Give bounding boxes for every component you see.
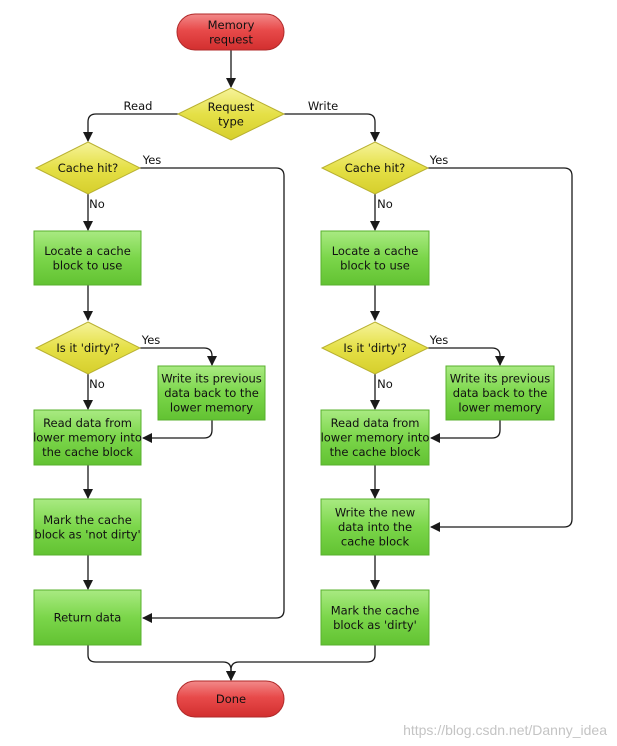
return-data-label: Return data <box>54 611 122 625</box>
edge-left-hit-yes <box>140 167 285 623</box>
watermark: https://blog.csdn.net/Danny_idea <box>403 722 607 738</box>
edge-right-hit-yes <box>428 167 573 532</box>
edge-read <box>83 113 178 142</box>
edge-label-right-hit-no: No <box>377 197 393 211</box>
left-dirty-decision: Is it 'dirty'? <box>34 321 142 375</box>
edge-left-dirty-yes <box>140 347 217 366</box>
right-cache-hit-decision: Cache hit? <box>320 141 430 195</box>
right-cache-hit-label: Cache hit? <box>345 161 406 175</box>
left-dirty-label: Is it 'dirty'? <box>56 341 119 355</box>
edge-label-left-hit-no: No <box>89 197 105 211</box>
done-node: Done <box>176 680 285 718</box>
edge-label-right-dirty-no: No <box>377 377 393 391</box>
edge-right-dirty-yes <box>428 347 505 366</box>
edge-left-return-done <box>87 645 236 681</box>
edge-left-write-back <box>142 420 213 443</box>
edge-label-right-hit-yes: Yes <box>429 153 449 167</box>
right-dirty-label: Is it 'dirty'? <box>343 341 406 355</box>
done-node-label: Done <box>216 692 246 706</box>
edge-label-write: Write <box>308 99 338 113</box>
edge-right-write-back <box>430 420 501 443</box>
edge-label-right-dirty-yes: Yes <box>429 333 449 347</box>
edge-label-left-hit-yes: Yes <box>142 153 162 167</box>
edge-write <box>284 113 380 142</box>
return-data-block: Return data <box>33 589 142 646</box>
right-dirty-decision: Is it 'dirty'? <box>320 321 430 375</box>
edge-label-left-dirty-no: No <box>89 377 105 391</box>
edge-label-read: Read <box>124 99 153 113</box>
left-cache-hit-decision: Cache hit? <box>34 141 142 195</box>
edge-label-left-dirty-yes: Yes <box>141 333 161 347</box>
left-cache-hit-label: Cache hit? <box>58 161 119 175</box>
edge-right-mark-done <box>226 645 376 681</box>
